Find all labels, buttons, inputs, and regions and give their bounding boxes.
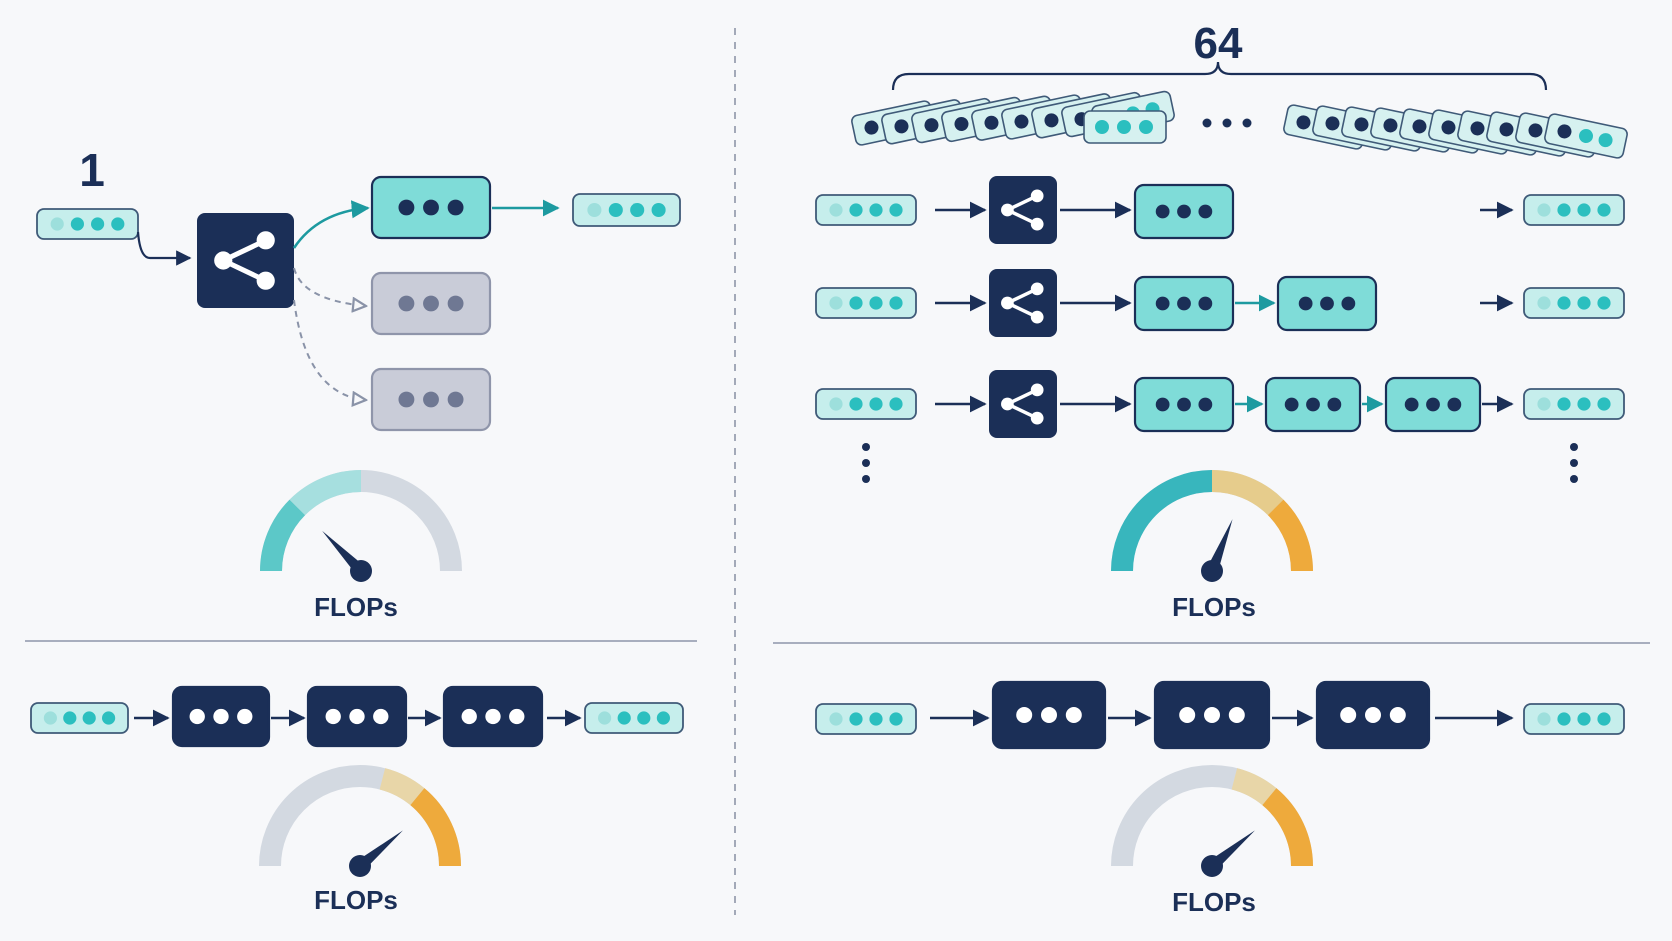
right-serial-section (815, 680, 1625, 750)
unselected-expert-box (370, 367, 492, 432)
share-icon (214, 231, 275, 290)
row-output-token (1523, 287, 1625, 319)
ellipsis-icon (1202, 118, 1252, 128)
gauge-parallel (1111, 470, 1313, 582)
single-count-label: 1 (79, 144, 105, 196)
serial-step-box (442, 685, 544, 748)
serial-step-box (1153, 680, 1271, 750)
gauge-single-path (260, 470, 462, 582)
router-box (197, 213, 294, 308)
row-step-box (1276, 275, 1378, 332)
row-router-box (989, 269, 1057, 337)
ellipsis-icon (862, 443, 870, 483)
row-router-box (989, 370, 1057, 438)
row-router-box (989, 176, 1057, 244)
share-icon (1001, 383, 1044, 425)
row-input-token (815, 388, 917, 420)
parallel-paths-section (815, 90, 1628, 483)
row-step-box (1133, 183, 1235, 240)
output-token (1523, 703, 1625, 735)
parallel-count-label: 64 (1194, 19, 1243, 68)
input-token (815, 703, 917, 735)
share-icon (1001, 189, 1044, 231)
row-step-box (1133, 275, 1235, 332)
arrow-icon (292, 200, 370, 249)
left-serial-section (30, 685, 684, 748)
serial-step-box (991, 680, 1107, 750)
output-token (572, 193, 681, 227)
ellipsis-icon (1570, 443, 1578, 483)
parallel-count-brace (891, 61, 1548, 91)
serial-step-box (306, 685, 408, 748)
gauge-left-serial (259, 765, 461, 877)
gauge-needle (1206, 519, 1233, 574)
output-token (584, 702, 684, 734)
input-token (36, 208, 139, 240)
arrow-icon (136, 231, 192, 266)
share-icon (1001, 282, 1044, 324)
row-output-token (1523, 388, 1625, 420)
input-token (30, 702, 129, 734)
unselected-expert-box (370, 271, 492, 336)
flops-label-left-serial: FLOPs (314, 885, 398, 915)
gauge-right-serial (1111, 765, 1313, 877)
row-step-box (1133, 376, 1235, 433)
serial-step-box (1315, 680, 1431, 750)
serial-step-box (171, 685, 271, 748)
row-input-token (815, 194, 917, 226)
arrow-icon (293, 299, 366, 400)
row-step-box (1264, 376, 1362, 433)
token-card (1544, 113, 1628, 159)
row-input-token (815, 287, 917, 319)
gauges (259, 470, 1313, 877)
arrow-icon (293, 267, 366, 306)
flops-label-right-serial: FLOPs (1172, 887, 1256, 917)
row-output-token (1523, 194, 1625, 226)
flops-label-parallel: FLOPs (1172, 592, 1256, 622)
row-step-box (1384, 376, 1482, 433)
single-path-section (36, 175, 681, 432)
flops-label-single: FLOPs (314, 592, 398, 622)
selected-expert-box (370, 175, 492, 240)
